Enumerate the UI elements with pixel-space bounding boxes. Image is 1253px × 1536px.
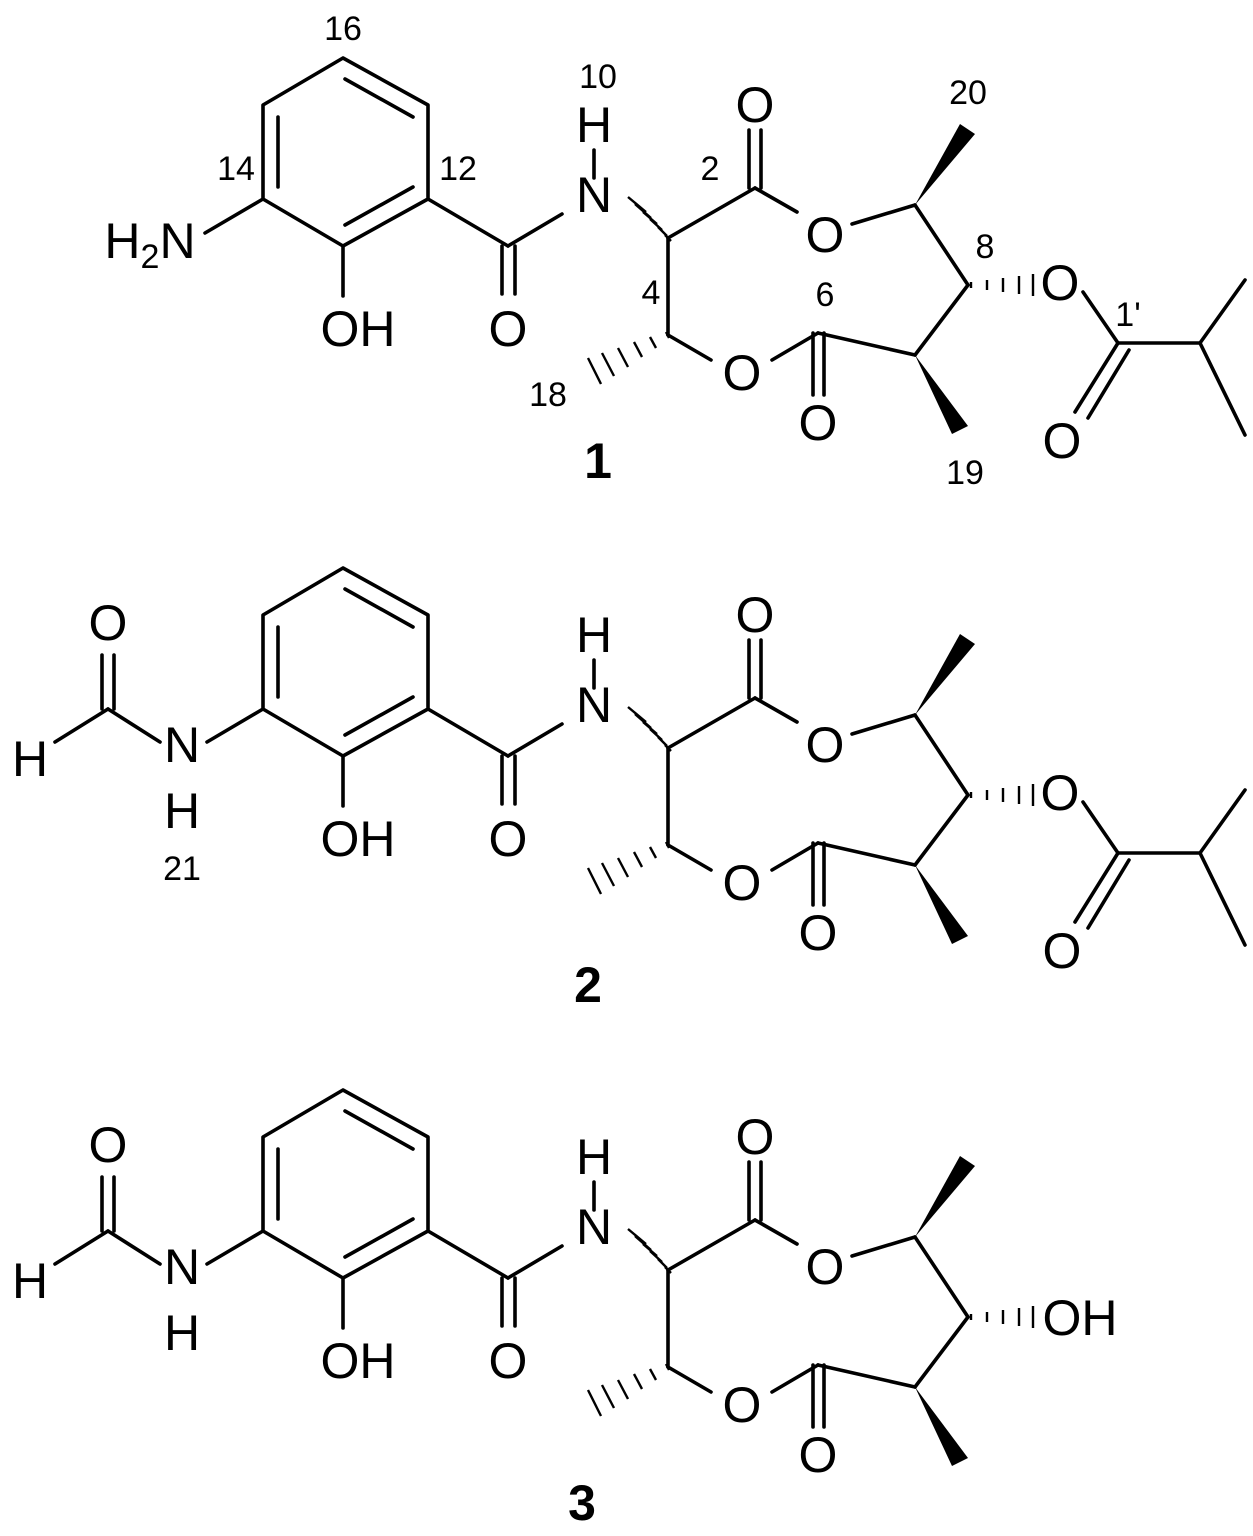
c2-carbonyl-o-label: O	[736, 77, 775, 133]
locant-16: 16	[324, 10, 362, 48]
locant-1-prime: 1'	[1115, 296, 1140, 334]
c2-carbonyl-o-label: O	[736, 1109, 775, 1165]
formyl-o-label: O	[89, 595, 128, 651]
amide-nh-h-label: H	[576, 97, 612, 153]
amide-carbonyl-o-label: O	[489, 301, 528, 357]
formamide-n-label: N	[164, 1239, 200, 1295]
ring-ester-o-top-label: O	[806, 717, 845, 773]
amide-n-label: N	[576, 167, 612, 223]
locant-12: 12	[439, 150, 477, 188]
formamide-n-label: N	[164, 717, 200, 773]
compound-2-structure: H O N H 21 OH H N O O O O O O O 2	[12, 566, 1247, 1013]
c6-carbonyl-o-label: O	[799, 395, 838, 451]
ring-ester-o-top-label: O	[806, 207, 845, 263]
ester-o-label: O	[1041, 255, 1080, 311]
locant-8: 8	[976, 228, 995, 266]
compound-label-2: 2	[574, 957, 602, 1013]
formyl-h-label: H	[12, 1253, 48, 1309]
phenol-oh-label: OH	[321, 1333, 396, 1389]
compound-1-structure: H2N H N OH O O O O O O O 16 14 12 10 2 2…	[104, 10, 1247, 492]
compound-label-3: 3	[568, 1475, 596, 1531]
locant-4: 4	[642, 274, 661, 312]
c6-carbonyl-o-label: O	[799, 1427, 838, 1483]
c8-hydroxy-oh-label: OH	[1043, 1290, 1118, 1346]
ester-o-label: O	[1041, 765, 1080, 821]
locant-18: 18	[529, 376, 567, 414]
ester-carbonyl-o-label: O	[1043, 923, 1082, 979]
formyl-h-label: H	[12, 731, 48, 787]
ring-ester-o-top-label: O	[806, 1239, 845, 1295]
amide-nh-h-label: H	[576, 1129, 612, 1185]
compound-3-structure: H O N H OH H N O O O O O OH 3	[12, 1088, 1118, 1531]
formamide-h-label: H	[164, 783, 200, 839]
locant-6: 6	[816, 276, 835, 314]
locant-10: 10	[579, 58, 617, 96]
ring-ester-o-bottom-label: O	[723, 345, 762, 401]
ring-ester-o-bottom-label: O	[723, 855, 762, 911]
amide-n-label: N	[576, 1199, 612, 1255]
ring-ester-o-bottom-label: O	[723, 1377, 762, 1433]
amine-h2n-label: H2N	[104, 213, 195, 276]
c2-carbonyl-o-label: O	[736, 587, 775, 643]
locant-20: 20	[949, 74, 987, 112]
amide-n-label: N	[576, 677, 612, 733]
phenol-oh-label: OH	[321, 811, 396, 867]
amide-carbonyl-o-label: O	[489, 811, 528, 867]
compound-label-1: 1	[584, 433, 612, 489]
formyl-o-label: O	[89, 1117, 128, 1173]
locant-2: 2	[701, 150, 720, 188]
amide-carbonyl-o-label: O	[489, 1333, 528, 1389]
locant-19: 19	[946, 454, 984, 492]
amide-nh-h-label: H	[576, 607, 612, 663]
formamide-h-label: H	[164, 1305, 200, 1361]
locant-21: 21	[163, 850, 201, 888]
phenol-oh-label: OH	[321, 301, 396, 357]
ester-carbonyl-o-label: O	[1043, 413, 1082, 469]
locant-14: 14	[217, 150, 255, 188]
c6-carbonyl-o-label: O	[799, 905, 838, 961]
